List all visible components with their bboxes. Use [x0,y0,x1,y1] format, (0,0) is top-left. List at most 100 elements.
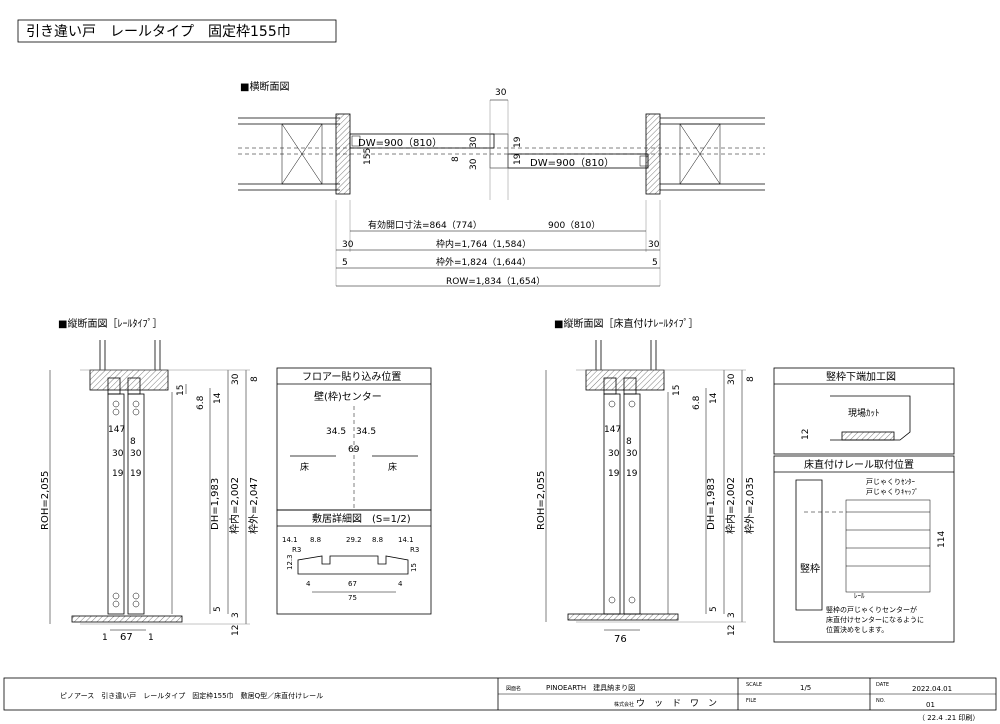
plan-eff-opening: 有効開口寸法=864（774） [368,219,482,231]
plan-dim-5-right: 5 [652,258,658,268]
sill-dim-12-3: 12.3 [286,554,294,570]
plan-dim-30-left: 30 [342,240,354,250]
frame-cut-box: 竪枠下端加工図 現場ｶｯﾄ 12 [773,367,955,455]
left-dim-3: 3 [231,612,241,618]
left-dim-67: 67 [120,632,133,643]
plan-dim-19a: 19 [513,136,523,148]
right-dim-15: 15 [672,385,682,396]
right-dim-12: 12 [727,625,737,636]
plan-dim-30-top: 30 [495,88,507,98]
left-dim-147: 147 [108,425,125,435]
plan-row: ROW=1,834（1,654） [446,276,545,287]
plan-inner: 枠内=1,764（1,584） [436,238,531,250]
sill-r3a: R3 [292,546,301,554]
left-dim-19b: 19 [130,469,142,479]
titleblock-company-label: 株式会社 [614,701,634,708]
right-dim-30b: 30 [608,449,620,459]
sill-dim-29-2: 29.2 [346,536,362,544]
plan-dim-8: 8 [451,156,461,162]
left-dh: DH=1,983 [210,478,221,530]
rail-box-label3: ﾚｰﾙ [854,592,865,600]
right-inner: 枠内=2,002 [724,477,737,534]
rail-box-label2: 戸じゃくりｷｬｯﾌﾟ [866,488,919,496]
left-dim-12: 12 [231,625,241,636]
sill-dim-4a: 4 [306,580,311,588]
floor-box-floor-right: 床 [388,461,397,473]
titleblock-name-label: 図面名 [506,685,521,692]
left-dim-8b: 8 [130,437,136,447]
title-box [17,19,337,43]
left-dim-5: 5 [213,606,223,612]
drawing-title: 引き違い戸 レールタイプ 固定枠155巾 [26,24,291,40]
titleblock-scale-label: SCALE [746,682,762,688]
titleblock-desc: ピノアース 引き違い戸 レールタイプ 固定枠155巾 敷居Q型／床直付けレール [60,691,323,700]
right-dim-3: 3 [727,612,737,618]
title-block: ピノアース 引き違い戸 レールタイプ 固定枠155巾 敷居Q型／床直付けレール … [3,677,997,722]
titleblock-print: （ 22.4 .21 印刷） [918,714,979,722]
left-dim-30: 30 [231,373,241,385]
right-dim-19b: 19 [626,469,638,479]
plan-heading: ■横断面図 [240,80,289,93]
left-section-heading: ■縦断面図［ﾚｰﾙﾀｲﾌﾟ］ [58,317,162,330]
plan-section: ■横断面図 30 DW=900（810） DW=900（810） 1 [238,80,765,287]
titleblock-file-label: FILE [746,698,756,704]
right-roh: ROH=2,055 [536,471,547,530]
left-dim-14: 14 [213,392,223,404]
left-dim-1b: 1 [148,633,154,643]
right-dim-30: 30 [727,373,737,385]
rail-box-note1: 竪枠の戸じゃくりセンターが [826,605,917,614]
sill-dim-8-8a: 8.8 [310,536,321,544]
plan-dim-19b: 19 [513,153,523,165]
plan-dim-30b: 30 [469,158,479,170]
sill-detail-box: 敷居詳細図 (S=1/2) 14.1 8.8 29.2 8.8 14.1 R3 … [276,509,432,615]
titleblock-scale: 1/5 [800,684,811,692]
right-dim-14: 14 [709,392,719,404]
floor-box-title: フロアー貼り込み位置 [302,370,401,383]
right-dim-76: 76 [614,634,627,645]
sill-dim-15: 15 [410,563,418,572]
right-dim-5: 5 [709,606,719,612]
right-outer: 枠外=2,035 [743,477,756,534]
right-vertical-section: ■縦断面図［床直付けﾚｰﾙﾀｲﾌﾟ］ ROH=2,055 DH=1,983 枠内… [536,317,756,645]
rail-box-title: 床直付けレール取付位置 [804,458,914,471]
sill-dim-8-8b: 8.8 [372,536,383,544]
right-dim-30c: 30 [626,449,638,459]
left-dim-8: 8 [250,376,260,382]
left-dim-1a: 1 [102,633,108,643]
sill-dim-67: 67 [348,580,357,588]
frame-box-12: 12 [801,429,811,440]
floor-box-34-5a: 34.5 [326,427,346,437]
titleblock-company: ウ ッ ド ワ ン [636,698,717,709]
rail-box-label1: 戸じゃくりｾﾝﾀｰ [866,478,915,486]
plan-dw-right: DW=900（810） [530,157,614,169]
sill-dim-4b: 4 [398,580,403,588]
titleblock-no-label: NO. [876,698,885,704]
left-vertical-section: ■縦断面図［ﾚｰﾙﾀｲﾌﾟ］ ROH=2,055 DH=1,983 枠内=2,0… [40,317,260,643]
frame-box-title: 竪枠下端加工図 [826,370,896,383]
right-dh: DH=1,983 [706,478,717,530]
sill-dim-75: 75 [348,594,357,602]
left-inner: 枠内=2,002 [228,477,241,534]
right-dim-19a: 19 [608,469,620,479]
titleblock-date-label: DATE [876,682,889,688]
right-dim-8: 8 [746,376,756,382]
plan-outer: 枠外=1,824（1,644） [436,256,531,268]
floor-install-box: フロアー貼り込み位置 壁(枠)センター 34.5 34.5 69 床 床 [276,367,432,511]
floor-box-34-5b: 34.5 [356,427,376,437]
sill-box-title: 敷居詳細図 (S=1/2) [312,512,411,525]
frame-box-cut: 現場ｶｯﾄ [848,407,880,419]
rail-box-frame: 竪枠 [800,562,820,575]
right-section-heading: ■縦断面図［床直付けﾚｰﾙﾀｲﾌﾟ］ [554,317,698,330]
left-dim-6-8: 6.8 [196,395,206,410]
rail-box-note2: 床直付けセンターになるように [826,615,924,624]
plan-dw-left: DW=900（810） [358,137,442,149]
plan-dim-5-left: 5 [342,258,348,268]
right-dim-8b: 8 [626,437,632,447]
floor-box-floor-left: 床 [300,461,309,473]
right-dim-6-8: 6.8 [692,395,702,410]
rail-install-box: 床直付けレール取付位置 戸じゃくりｾﾝﾀｰ 戸じゃくりｷｬｯﾌﾟ ﾚｰﾙ 114… [773,455,955,643]
left-outer: 枠外=2,047 [247,477,260,534]
left-dim-30b: 30 [112,449,124,459]
left-dim-15: 15 [176,385,186,396]
